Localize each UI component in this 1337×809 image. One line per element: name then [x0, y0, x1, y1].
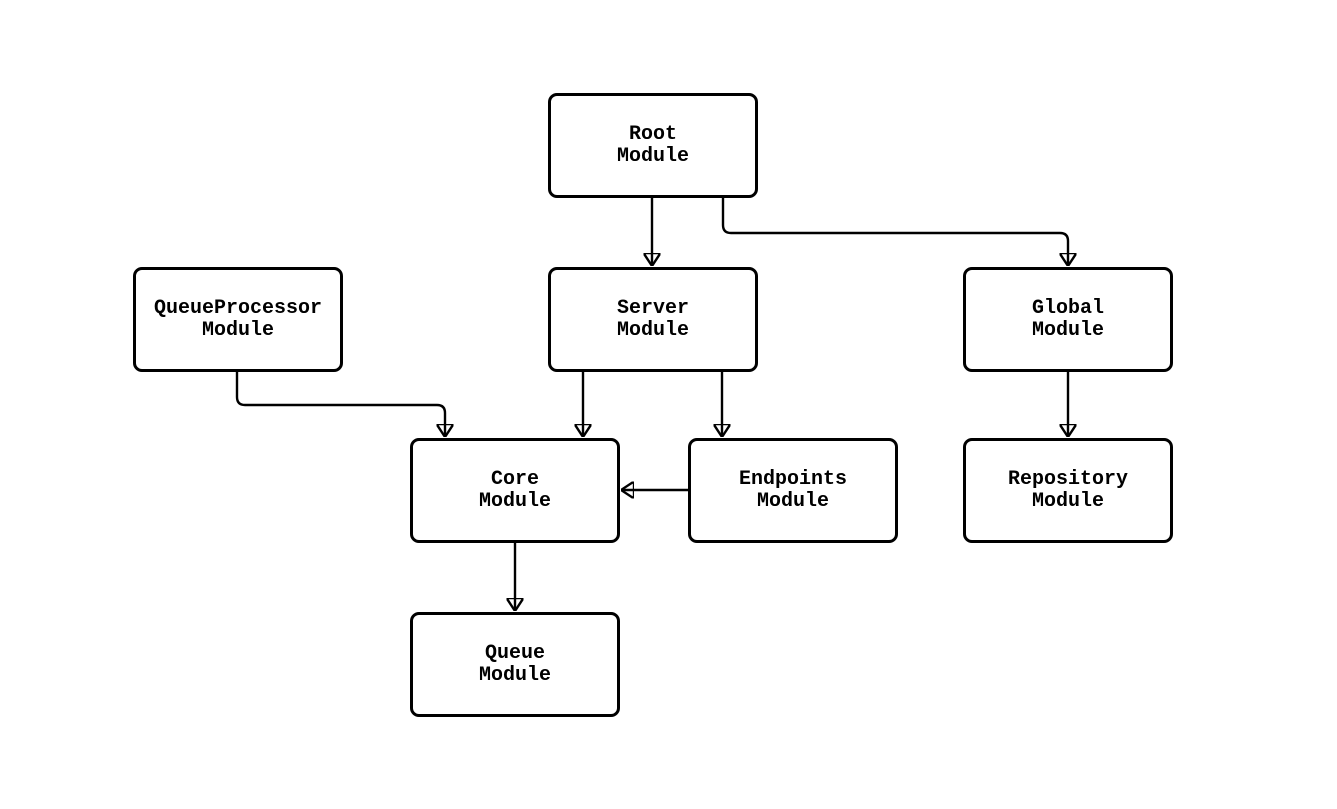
- node-label-line: Module: [616, 318, 689, 342]
- node-core-module: Core Module: [410, 438, 620, 543]
- node-label-line: Module: [478, 489, 551, 513]
- node-label-line: QueueProcessor: [153, 296, 323, 320]
- node-label-line: Module: [756, 489, 829, 513]
- node-queueprocessor-module: QueueProcessor Module: [133, 267, 343, 372]
- node-server-module: Server Module: [548, 267, 758, 372]
- node-label-line: Root: [628, 122, 677, 146]
- node-label-line: Server: [616, 296, 689, 320]
- node-label-line: Module: [201, 318, 274, 342]
- node-repository-module: Repository Module: [963, 438, 1173, 543]
- node-label-line: Global: [1031, 296, 1104, 320]
- node-label-line: Queue: [484, 641, 545, 665]
- node-label-line: Module: [1031, 489, 1104, 513]
- edge-queueprocessor-to-core: [235, 372, 445, 436]
- edge-root-to-global: [721, 198, 1068, 265]
- node-label-line: Endpoints: [738, 467, 848, 491]
- node-label-line: Core: [490, 467, 539, 491]
- node-global-module: Global Module: [963, 267, 1173, 372]
- node-endpoints-module: Endpoints Module: [688, 438, 898, 543]
- node-queue-module: Queue Module: [410, 612, 620, 717]
- node-label-line: Repository: [1007, 467, 1129, 491]
- node-label-line: Module: [478, 663, 551, 687]
- node-label-line: Module: [1031, 318, 1104, 342]
- node-root-module: Root Module: [548, 93, 758, 198]
- node-label-line: Module: [616, 144, 689, 168]
